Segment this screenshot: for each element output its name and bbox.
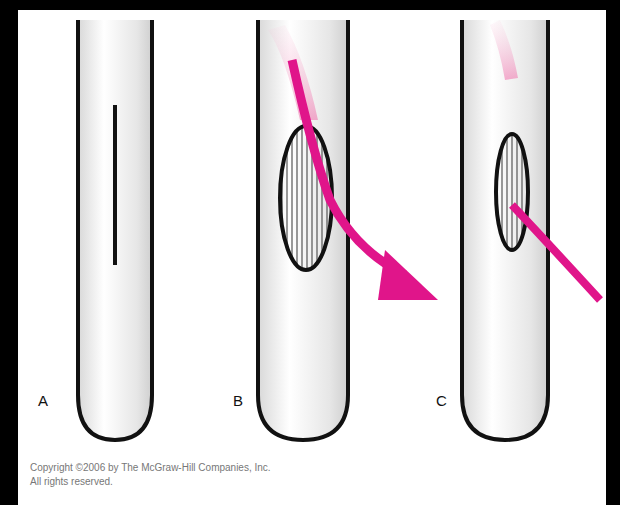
arrow <box>292 60 405 275</box>
opening <box>496 134 528 250</box>
figure-letter: A <box>38 392 48 409</box>
test-tube <box>258 20 438 440</box>
background-panel <box>18 10 606 505</box>
copyright-note: Copyright ©2006 by The McGraw-Hill Compa… <box>30 462 271 473</box>
figure-letter: C <box>436 392 447 409</box>
arrow <box>512 205 600 300</box>
copyright-note: All rights reserved. <box>30 476 113 487</box>
test-tube <box>462 20 600 440</box>
figure-letter: B <box>233 392 243 409</box>
test-tube <box>78 20 152 440</box>
opening <box>280 126 332 270</box>
slit <box>113 105 117 265</box>
